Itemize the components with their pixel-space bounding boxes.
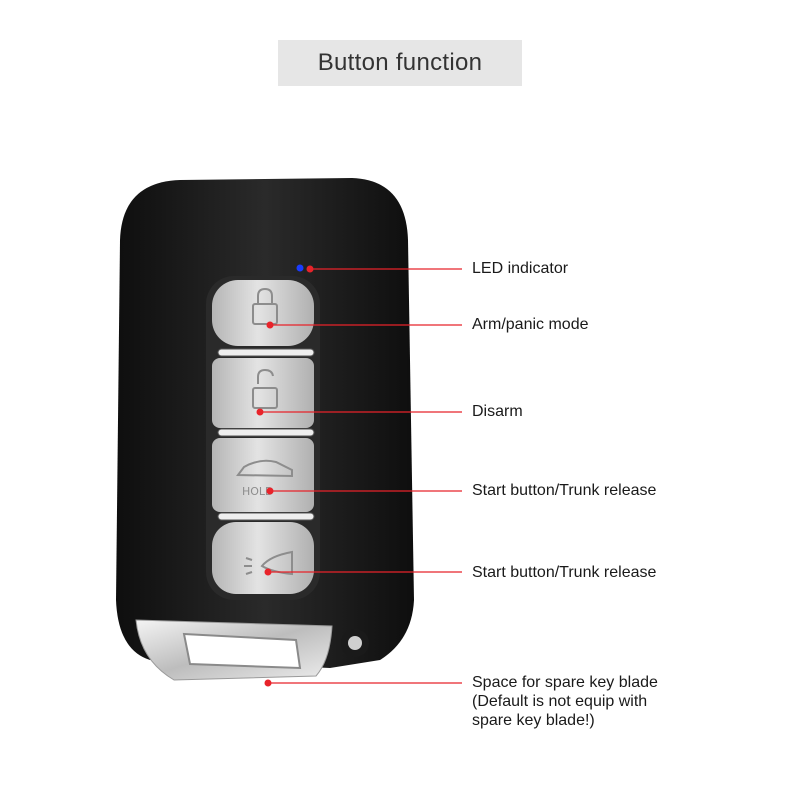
unlock-button[interactable] [212,358,314,428]
led-indicator [296,264,304,272]
lock-button[interactable] [212,280,314,346]
title-banner: Button function [278,40,522,86]
spare-key-label-line3: spare key blade!) [472,712,595,729]
spare-key-label: Space for spare key blade (Default is no… [472,673,658,730]
car-trunk-icon [236,459,293,478]
panic-button[interactable] [212,522,314,594]
start-trunk-label-2: Start button/Trunk release [472,564,657,581]
key-blade-slot [182,632,302,670]
disarm-label: Disarm [472,403,523,420]
spare-key-label-line2: (Default is not equip with [472,693,648,710]
callout-lines [260,268,462,684]
unlock-icon [252,368,278,409]
page-title: Button function [317,49,483,76]
spare-key-label-line1: Space for spare key blade [472,674,658,691]
led-indicator-label: LED indicator [472,260,569,277]
callout-dots [256,265,314,687]
arm-panic-label: Arm/panic mode [472,316,589,333]
lock-icon [252,287,278,325]
hold-text: HOLD [242,485,274,498]
start-trunk-label-1: Start button/Trunk release [472,482,657,499]
